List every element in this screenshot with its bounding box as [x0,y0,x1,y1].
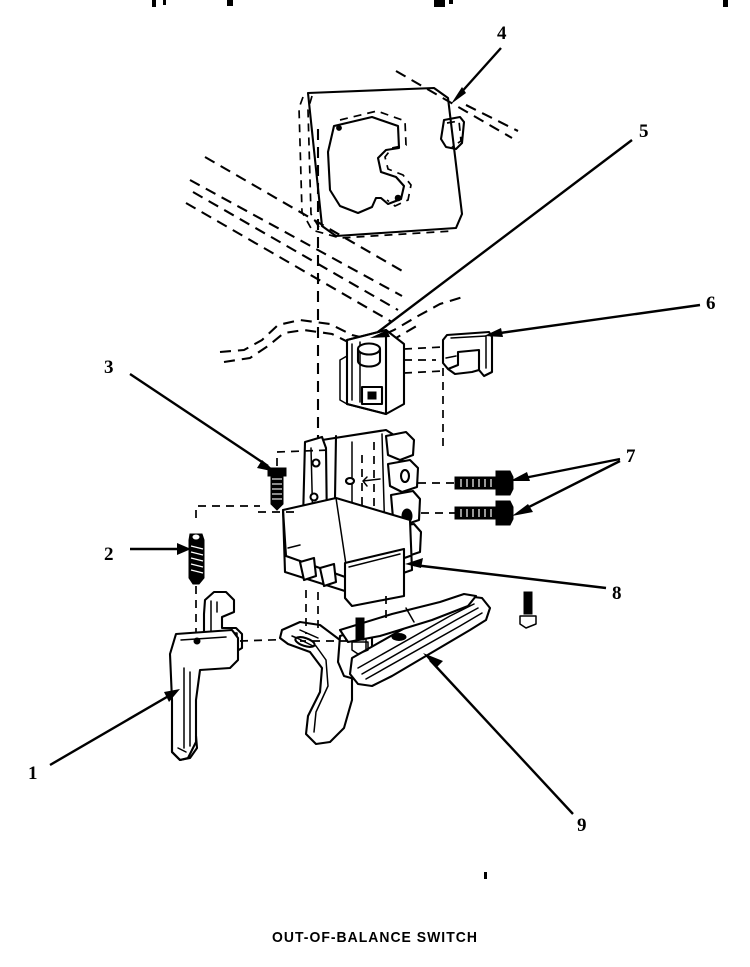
part-mounting-screws [418,470,514,526]
scan-artifacts [152,0,728,879]
callout-numbers: 1 2 3 4 5 6 7 8 9 [28,23,716,836]
part-spring [188,505,260,636]
phantom-assembly-lines [185,129,467,447]
callout-number-6: 6 [706,293,716,314]
mounting-screw-lower [454,500,514,526]
part-mounting-bracket [281,428,423,608]
callout-number-7: 7 [626,446,636,467]
callout-number-1: 1 [28,763,38,784]
callout-number-8: 8 [612,583,622,604]
callout-leaders [49,47,701,815]
part-support-arm-plate [278,590,537,746]
part-switch-body [339,328,406,416]
part-lever-arm [168,590,301,762]
callout-number-3: 3 [104,357,114,378]
part-screw-vertical [258,449,331,513]
callout-number-5: 5 [639,121,649,142]
diagram-caption: OUT-OF-BALANCE SWITCH [272,929,478,946]
part-cover-panel [298,70,519,239]
part-retainer-bracket [441,330,494,378]
callout-number-4: 4 [497,23,507,44]
callout-number-2: 2 [104,544,114,565]
callout-number-9: 9 [577,815,587,836]
phantom-base-links [317,592,387,628]
mounting-screw-upper [454,470,514,496]
phantom-switch-links [403,340,444,446]
